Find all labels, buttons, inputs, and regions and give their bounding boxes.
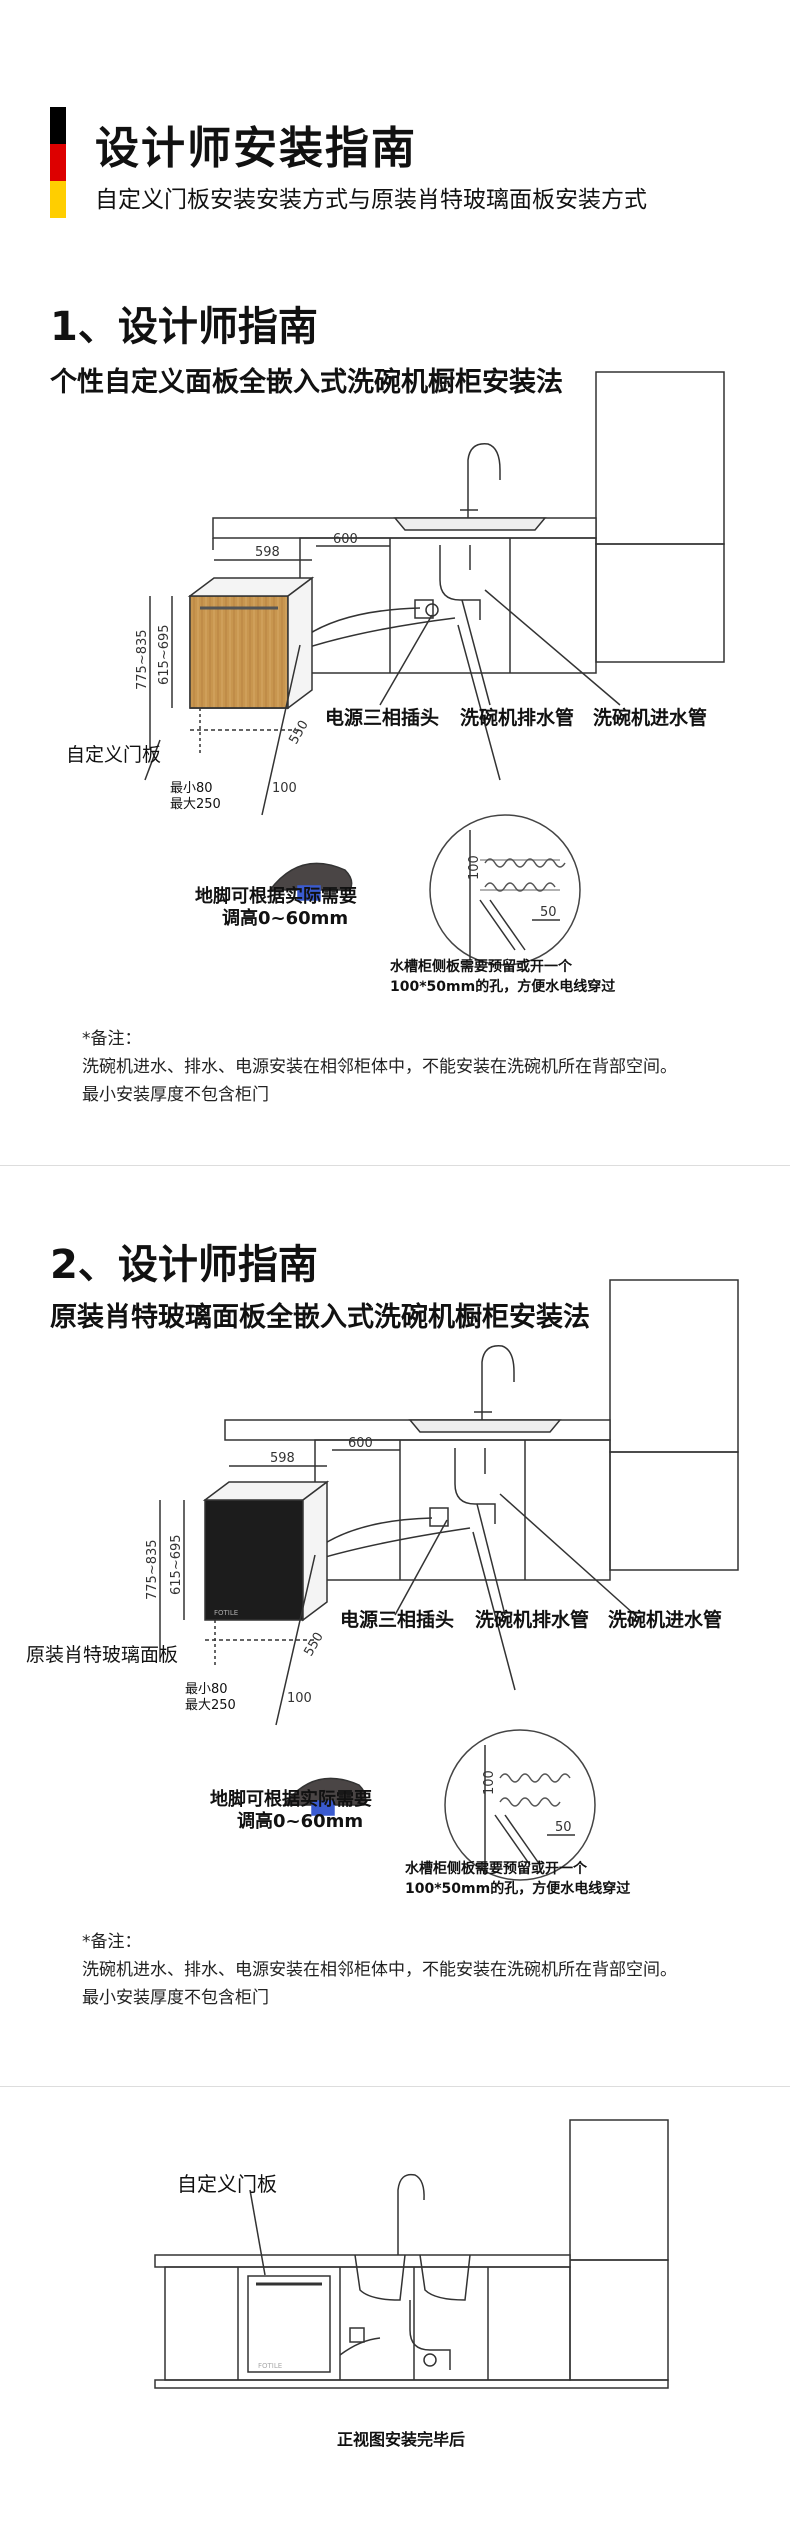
drain-pipe-label: 洗碗机排水管 [460, 707, 575, 729]
dim-550: 550 [286, 718, 311, 747]
note-heading: *备注： [82, 1932, 142, 1952]
germany-flag-icon [50, 107, 66, 218]
dim-615-695: 615~695 [169, 1534, 184, 1595]
sink-note-line1: 水槽柜侧板需要预留或开一个 [405, 1861, 587, 1877]
section1-subtitle: 个性自定义面板全嵌入式洗碗机橱柜安装法 [50, 367, 563, 398]
dim-600: 600 [348, 1436, 373, 1451]
max-250-label: 最大250 [170, 797, 221, 812]
section1-notes: *备注： 洗碗机进水、排水、电源安装在相邻柜体中，不能安装在洗碗机所在背部空间。… [82, 1025, 677, 1109]
front-view-diagram: FOTILE [154, 2119, 669, 2389]
glass-panel-dishwasher [204, 1499, 304, 1621]
brand-logo: FOTILE [214, 1609, 238, 1617]
sink-note-line2: 100*50mm的孔，方便水电线穿过 [405, 1881, 631, 1897]
tall-cabinet-bottom [595, 543, 725, 663]
note-heading: *备注： [82, 1029, 142, 1049]
dim-100: 100 [287, 1691, 312, 1706]
sink-note-line2: 100*50mm的孔，方便水电线穿过 [390, 979, 616, 995]
section2-subtitle: 原装肖特玻璃面板全嵌入式洗碗机橱柜安装法 [50, 1302, 590, 1333]
custom-panel-label: 自定义门板 [66, 744, 162, 766]
section-divider [0, 2086, 790, 2087]
dim-550: 550 [301, 1630, 326, 1659]
power-plug-label: 电源三相插头 [325, 707, 440, 729]
dim-775-835: 775~835 [135, 629, 150, 690]
glass-panel-label: 原装肖特玻璃面板 [26, 1644, 179, 1666]
sink-note-line1: 水槽柜侧板需要预留或开一个 [390, 959, 572, 975]
section1-diagram: 600 598 775~835 615~695 550 100 100 50 [135, 371, 725, 966]
foot-adjust-label: 地脚可根据实际需要 [210, 1789, 372, 1810]
dim-598: 598 [255, 545, 280, 560]
drain-pipe-label: 洗碗机排水管 [475, 1609, 590, 1631]
circle-dim-100: 100 [482, 1770, 497, 1795]
front-view-caption: 正视图安装完毕后 [337, 2430, 466, 2449]
brand-logo: FOTILE [258, 2362, 282, 2370]
circle-dim-50: 50 [555, 1820, 572, 1835]
note-line: 最小安装厚度不包含柜门 [82, 1988, 269, 2008]
dim-600: 600 [333, 532, 358, 547]
min-80-label: 最小80 [170, 781, 213, 796]
custom-panel-label: 自定义门板 [177, 2172, 277, 2196]
foot-adjust-label: 地脚可根据实际需要 [195, 886, 357, 907]
section1-title: 1、设计师指南 [50, 304, 318, 350]
tall-cabinet-top [595, 371, 725, 545]
custom-door-panel [189, 595, 289, 709]
section2-title: 2、设计师指南 [50, 1242, 318, 1288]
foot-adjust-range: 调高0~60mm [237, 1811, 364, 1832]
section2-notes: *备注： 洗碗机进水、排水、电源安装在相邻柜体中，不能安装在洗碗机所在背部空间。… [82, 1928, 677, 2012]
inlet-pipe-label: 洗碗机进水管 [608, 1609, 723, 1631]
page-title: 设计师安装指南 [95, 123, 417, 174]
inlet-pipe-label: 洗碗机进水管 [593, 707, 708, 729]
min-80-label: 最小80 [185, 1682, 228, 1697]
foot-adjust-range: 调高0~60mm [222, 908, 349, 929]
note-line: 最小安装厚度不包含柜门 [82, 1085, 269, 1105]
dim-775-835: 775~835 [145, 1539, 160, 1600]
circle-dim-50: 50 [540, 905, 557, 920]
circle-dim-100: 100 [467, 855, 482, 880]
dim-615-695: 615~695 [157, 624, 172, 685]
page-subtitle: 自定义门板安装安装方式与原装肖特玻璃面板安装方式 [95, 187, 647, 213]
section-divider [0, 1165, 790, 1166]
dim-100: 100 [272, 781, 297, 796]
note-line: 洗碗机进水、排水、电源安装在相邻柜体中，不能安装在洗碗机所在背部空间。 [82, 1057, 677, 1077]
note-line: 洗碗机进水、排水、电源安装在相邻柜体中，不能安装在洗碗机所在背部空间。 [82, 1960, 677, 1980]
section2-diagram: FOTILE 600 598 775~835 615~695 550 100 1… [145, 1279, 739, 1881]
dim-598: 598 [270, 1451, 295, 1466]
max-250-label: 最大250 [185, 1698, 236, 1713]
power-plug-label: 电源三相插头 [340, 1609, 455, 1631]
